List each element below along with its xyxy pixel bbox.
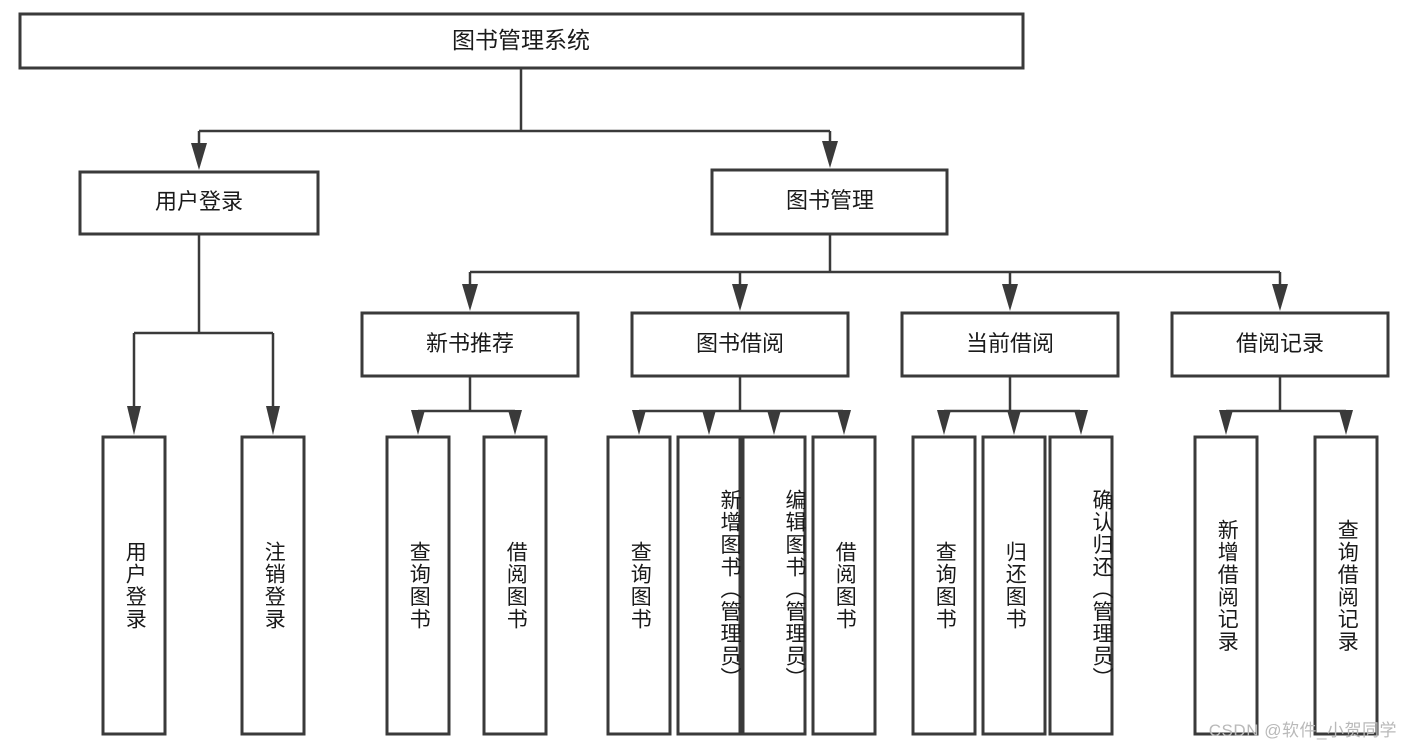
arrowhead-leaf-add-book-admin [702, 410, 716, 435]
arrowhead-leaf-confirm-return [1074, 410, 1088, 435]
arrowhead-leaf-query-book-1 [411, 410, 425, 435]
arrowhead-leaf-query-borrow-record [1339, 410, 1353, 435]
leaf-confirm-return-admin-rect[interactable] [1048, 435, 1114, 736]
arrowhead-leaf-edit-book-admin [767, 410, 781, 435]
arrowhead-leaf-return-book [1007, 410, 1021, 435]
node-user-login-label: 用户登录 [155, 189, 243, 214]
leaf-borrow-book-1-rect[interactable] [482, 435, 548, 736]
arrowhead-leaf-borrow-book-1 [508, 410, 522, 435]
edge-group-current-borrow-to-leaves [937, 376, 1088, 435]
edge-group-book-borrow-to-leaves [632, 376, 851, 435]
arrowhead-leaf-user-login [127, 406, 141, 435]
leaf-query-borrow-record-rect[interactable] [1313, 435, 1379, 736]
arrowhead-leaf-logout [266, 406, 280, 435]
node-borrow-record[interactable]: 借阅记录 [1170, 311, 1390, 378]
node-new-book-recommend-rect[interactable] [360, 311, 580, 378]
node-current-borrow[interactable]: 当前借阅 [900, 311, 1120, 378]
node-root-rect[interactable] [18, 12, 1025, 70]
leaf-borrow-book-2-rect[interactable] [811, 435, 877, 736]
arrowhead-leaf-borrow-book-2 [837, 410, 851, 435]
node-current-borrow-rect[interactable] [900, 311, 1120, 378]
node-current-borrow-label: 当前借阅 [966, 331, 1054, 356]
arrowhead-new-book [462, 284, 478, 311]
leaf-query-book-3-rect[interactable] [911, 435, 977, 736]
node-user-login[interactable]: 用户登录 [78, 170, 320, 236]
edge-group-borrow-record-to-leaves [1219, 376, 1353, 435]
arrowhead-borrow-record [1272, 284, 1288, 311]
arrowhead-user-login [191, 143, 207, 170]
node-user-login-rect[interactable] [78, 170, 320, 236]
arrowhead-current-borrow [1002, 284, 1018, 311]
leaf-return-book-rect[interactable] [981, 435, 1047, 736]
leaf-query-book-2-rect[interactable] [606, 435, 672, 736]
arrowhead-book-management [822, 141, 838, 168]
arrowhead-leaf-query-book-2 [632, 410, 646, 435]
arrowhead-leaf-query-book-3 [937, 410, 951, 435]
node-borrow-record-rect[interactable] [1170, 311, 1390, 378]
csdn-watermark: CSDN @软件_小贺同学 [1208, 721, 1397, 740]
node-book-borrow-label: 图书借阅 [696, 331, 784, 356]
arrowhead-book-borrow [732, 284, 748, 311]
edge-group-book-management-to-level2 [462, 234, 1288, 311]
leaf-edit-book-admin-rect[interactable] [741, 435, 807, 736]
leaf-user-login-rect[interactable] [101, 435, 167, 736]
node-new-book-recommend-label: 新书推荐 [426, 331, 514, 356]
node-borrow-record-label: 借阅记录 [1236, 331, 1324, 356]
leaf-logout-rect[interactable] [240, 435, 306, 736]
node-root[interactable]: 图书管理系统 [18, 12, 1025, 70]
node-root-label: 图书管理系统 [452, 27, 590, 53]
leaf-query-book-1-rect[interactable] [385, 435, 451, 736]
edge-group-root-to-level1 [191, 68, 838, 170]
edge-group-user-login-to-leaves [127, 234, 280, 435]
edge-group-new-book-to-leaves [411, 376, 522, 435]
leaf-box-group [101, 435, 1379, 736]
node-book-management-rect[interactable] [710, 168, 949, 236]
node-new-book-recommend[interactable]: 新书推荐 [360, 311, 580, 378]
leaf-add-borrow-record-rect[interactable] [1193, 435, 1259, 736]
leaf-add-book-admin-rect[interactable] [676, 435, 742, 736]
arrowhead-leaf-add-borrow-record [1219, 410, 1233, 435]
node-book-borrow[interactable]: 图书借阅 [630, 311, 850, 378]
node-book-management[interactable]: 图书管理 [710, 168, 949, 236]
node-book-borrow-rect[interactable] [630, 311, 850, 378]
node-book-management-label: 图书管理 [786, 188, 874, 213]
